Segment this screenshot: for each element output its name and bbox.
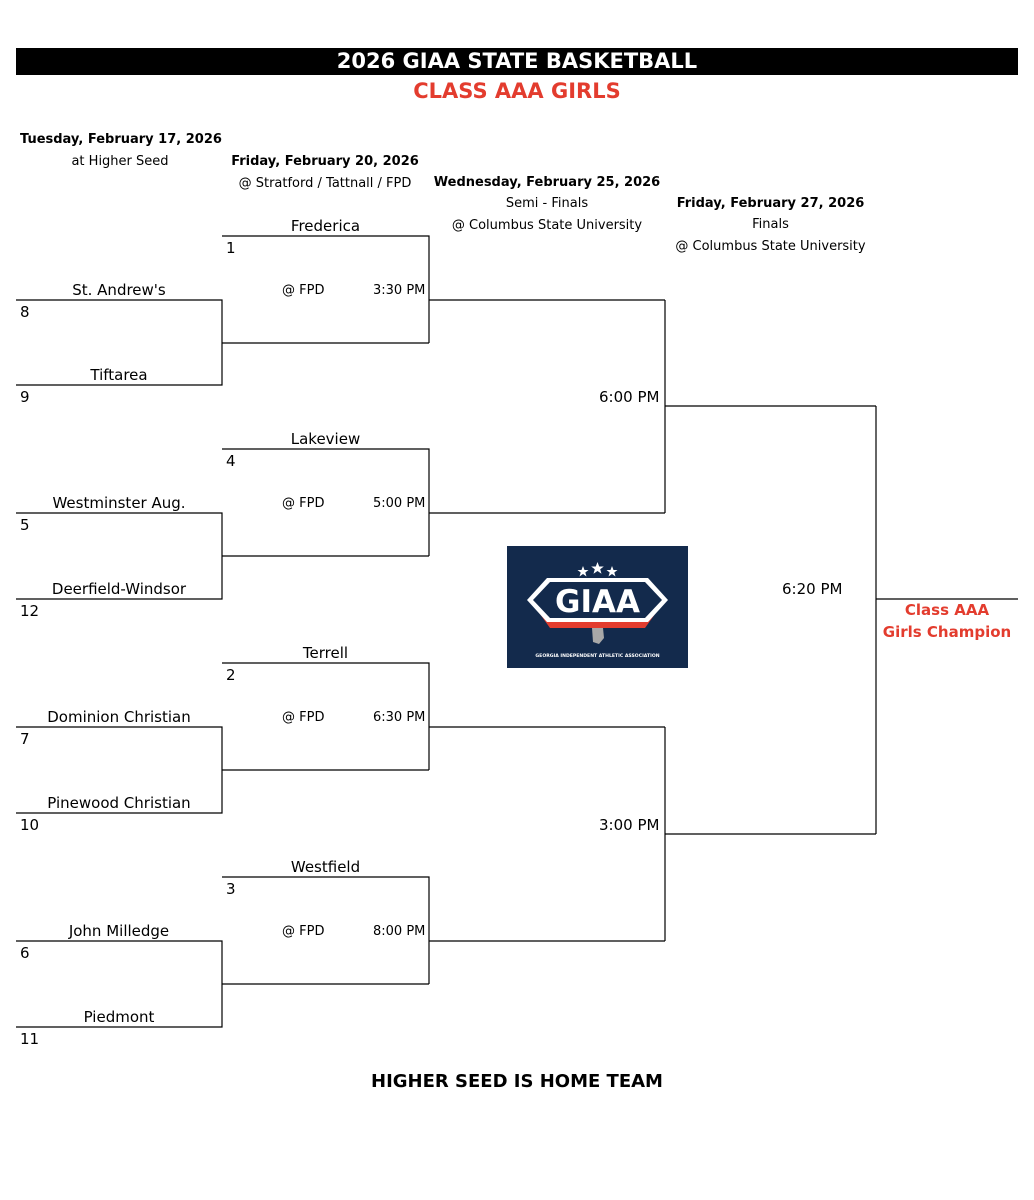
qf4-site: @ FPD <box>282 924 325 939</box>
giaa-logo: GIAA GEORGIA INDEPENDENT ATHLETIC ASSOCI… <box>507 546 688 668</box>
team-tiftarea: Tiftarea <box>90 366 148 384</box>
team-dominion-christian: Dominion Christian <box>47 708 191 726</box>
seed-6: 6 <box>20 944 30 962</box>
seed-3: 3 <box>226 880 236 898</box>
champion-line2: Girls Champion <box>882 623 1012 641</box>
team-lakeview: Lakeview <box>290 430 361 448</box>
team-john-milledge: John Milledge <box>68 922 170 940</box>
round4-name: Finals <box>752 217 789 232</box>
seed-11: 11 <box>20 1030 40 1048</box>
round1-date: Tuesday, February 17, 2026 <box>20 132 222 147</box>
round3-venue: @ Columbus State University <box>451 218 643 233</box>
seed-10: 10 <box>20 816 40 834</box>
round2-date: Friday, February 20, 2026 <box>231 154 419 169</box>
title-bar: 2026 GIAA STATE BASKETBALL <box>16 48 1018 75</box>
champion-label: Class AAA Girls Champion <box>876 599 1018 643</box>
qf1-time: 3:30 PM <box>373 283 426 298</box>
logo-text: GIAA <box>555 584 640 620</box>
seed-4: 4 <box>226 452 236 470</box>
seed-2: 2 <box>226 666 236 684</box>
qf3-site: @ FPD <box>282 710 325 725</box>
team-terrell: Terrell <box>302 644 349 662</box>
seed-8: 8 <box>20 303 30 321</box>
qf2-time: 5:00 PM <box>373 496 426 511</box>
logo-tagline: GEORGIA INDEPENDENT ATHLETIC ASSOCIATION <box>535 653 659 659</box>
giaa-logo-graphic: GIAA GEORGIA INDEPENDENT ATHLETIC ASSOCI… <box>527 562 668 659</box>
team-deerfield-windsor: Deerfield-Windsor <box>51 580 187 598</box>
team-frederica: Frederica <box>290 217 361 235</box>
final-time: 6:20 PM <box>782 580 843 598</box>
round4-venue: @ Columbus State University <box>675 239 866 254</box>
qf4-time: 8:00 PM <box>373 924 426 939</box>
champion-line1: Class AAA <box>904 601 990 619</box>
georgia-state-icon <box>592 628 604 644</box>
team-westfield: Westfield <box>290 858 361 876</box>
round3-name: Semi - Finals <box>505 196 589 211</box>
qf1-site: @ FPD <box>282 283 325 298</box>
semifinal1-time: 6:00 PM <box>599 388 660 406</box>
seed-5: 5 <box>20 516 30 534</box>
qf2-site: @ FPD <box>282 496 325 511</box>
subtitle: CLASS AAA GIRLS <box>413 79 621 103</box>
round1-venue: at Higher Seed <box>71 154 169 169</box>
seed-1: 1 <box>226 239 236 257</box>
team-westminster-aug: Westminster Aug. <box>52 494 186 512</box>
seed-7: 7 <box>20 730 30 748</box>
round2-venue: @ Stratford / Tattnall / FPD <box>238 176 412 191</box>
round4-date: Friday, February 27, 2026 <box>676 196 865 211</box>
footer-note: HIGHER SEED IS HOME TEAM <box>371 1071 663 1092</box>
seed-9: 9 <box>20 388 30 406</box>
team-piedmont: Piedmont <box>83 1008 155 1026</box>
team-st-andrews: St. Andrew's <box>72 281 166 299</box>
semifinal2-time: 3:00 PM <box>599 816 660 834</box>
qf3-time: 6:30 PM <box>373 710 426 725</box>
stars-icon <box>577 562 618 577</box>
team-pinewood-christian: Pinewood Christian <box>47 794 191 812</box>
round3-date: Wednesday, February 25, 2026 <box>433 175 661 190</box>
seed-12: 12 <box>20 602 40 620</box>
